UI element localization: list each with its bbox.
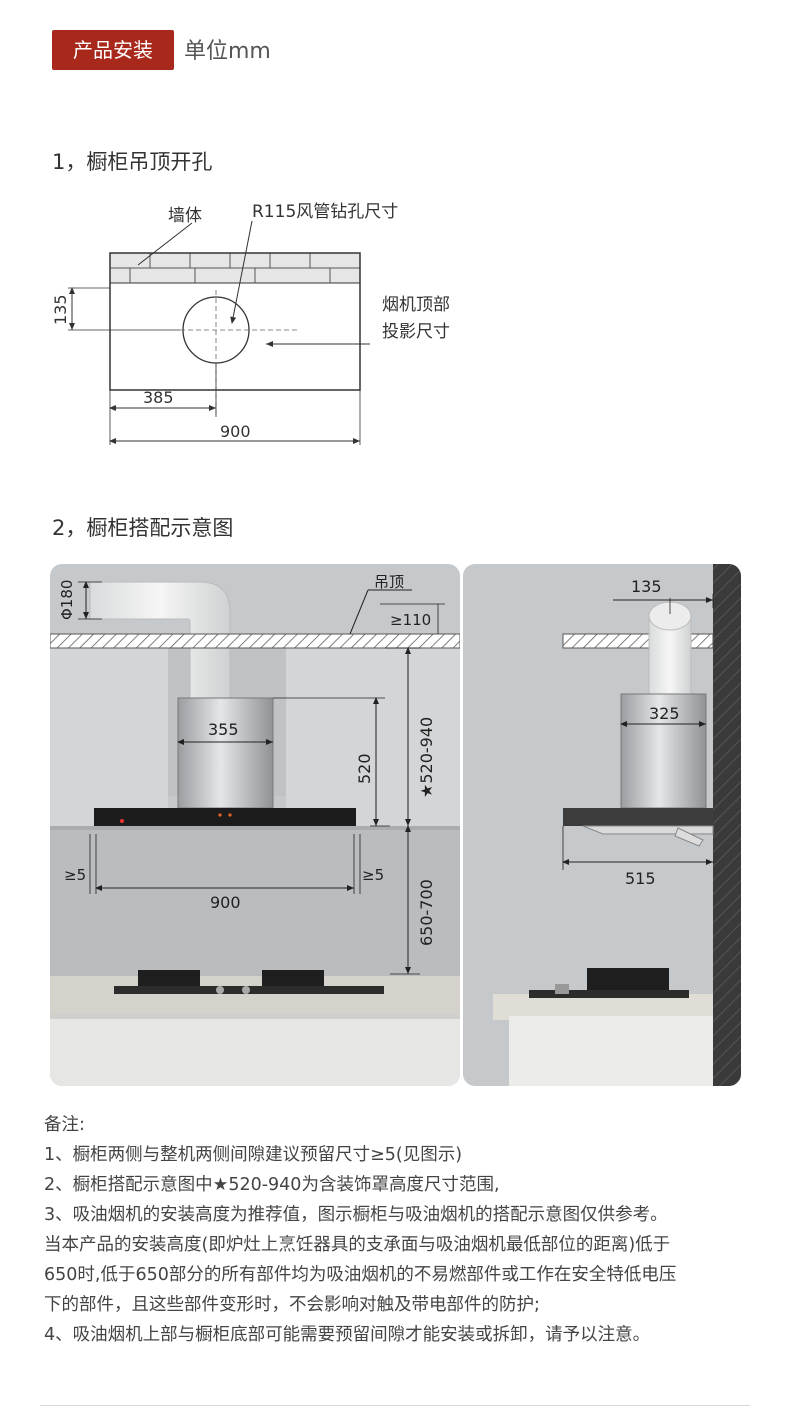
dim-duct-offset: 135: [631, 577, 662, 596]
dim-offset-385: 385: [143, 388, 174, 407]
footer-divider: [40, 1405, 750, 1406]
note-line: 当本产品的安装高度(即炉灶上烹饪器具的支承面与吸油烟机最低部位的距离)低于: [44, 1235, 671, 1255]
note-line: 2、橱柜搭配示意图中★520-940为含装饰罩高度尺寸范围,: [44, 1175, 500, 1195]
cutout-diagram: 墙体 R115风管钻孔尺寸 烟机顶部 投影尺寸 135 385 900: [51, 202, 450, 445]
note-line: 1、橱柜两侧与整机两侧间隙建议预留尺寸≥5(见图示): [44, 1145, 463, 1165]
front-view-diagram: Φ180 吊顶 ≥110 355 520 ★520-940 650-700 ≥5…: [50, 564, 460, 1086]
dim-gap-top: ≥110: [390, 611, 431, 629]
notes-title: 备注:: [44, 1115, 85, 1135]
note-line: 3、吸油烟机的安装高度为推荐值，图示橱柜与吸油烟机的搭配示意图仅供参考。: [44, 1205, 668, 1225]
dim-install-range: ★520-940: [417, 717, 436, 798]
dim-hood-width: 900: [210, 893, 241, 912]
unit-label: 单位mm: [184, 39, 271, 64]
dim-hood-depth: 515: [625, 869, 656, 888]
note-line: 4、吸油烟机上部与橱柜底部可能需要预留间隙才能安装或拆卸，请予以注意。: [44, 1325, 651, 1345]
dim-cover-width: 355: [208, 720, 239, 739]
projection-label-1: 烟机顶部: [382, 295, 450, 315]
projection-label-2: 投影尺寸: [382, 322, 450, 342]
section2-title: 2，橱柜搭配示意图: [52, 516, 234, 540]
note-line: 650时,低于650部分的所有部件均为吸油烟机的不易燃部件或工作在安全特低电压: [44, 1265, 677, 1285]
section1-title: 1，橱柜吊顶开孔: [52, 150, 213, 174]
dim-cover-depth: 325: [649, 704, 680, 723]
note-line: 下的部件，且这些部件变形时，不会影响对触及带电部件的防护;: [44, 1295, 540, 1315]
section-badge: 产品安装: [52, 30, 174, 70]
dim-stove-range: 650-700: [417, 879, 436, 946]
dim-cover-height: 520: [355, 753, 374, 784]
dim-duct-dia: Φ180: [58, 580, 76, 620]
wall-label: 墙体: [168, 206, 202, 226]
notes-block: 备注: 1、橱柜两侧与整机两侧间隙建议预留尺寸≥5(见图示) 2、橱柜搭配示意图…: [44, 1110, 764, 1350]
dim-height-135: 135: [51, 294, 70, 325]
dim-side-gap-right: ≥5: [362, 866, 384, 884]
dim-width-900: 900: [220, 422, 251, 441]
dim-side-gap-left: ≥5: [64, 866, 86, 884]
ceiling-label: 吊顶: [374, 573, 404, 591]
side-view-diagram: 135 325 515: [463, 564, 741, 1086]
duct-hole-label: R115风管钻孔尺寸: [252, 202, 398, 222]
